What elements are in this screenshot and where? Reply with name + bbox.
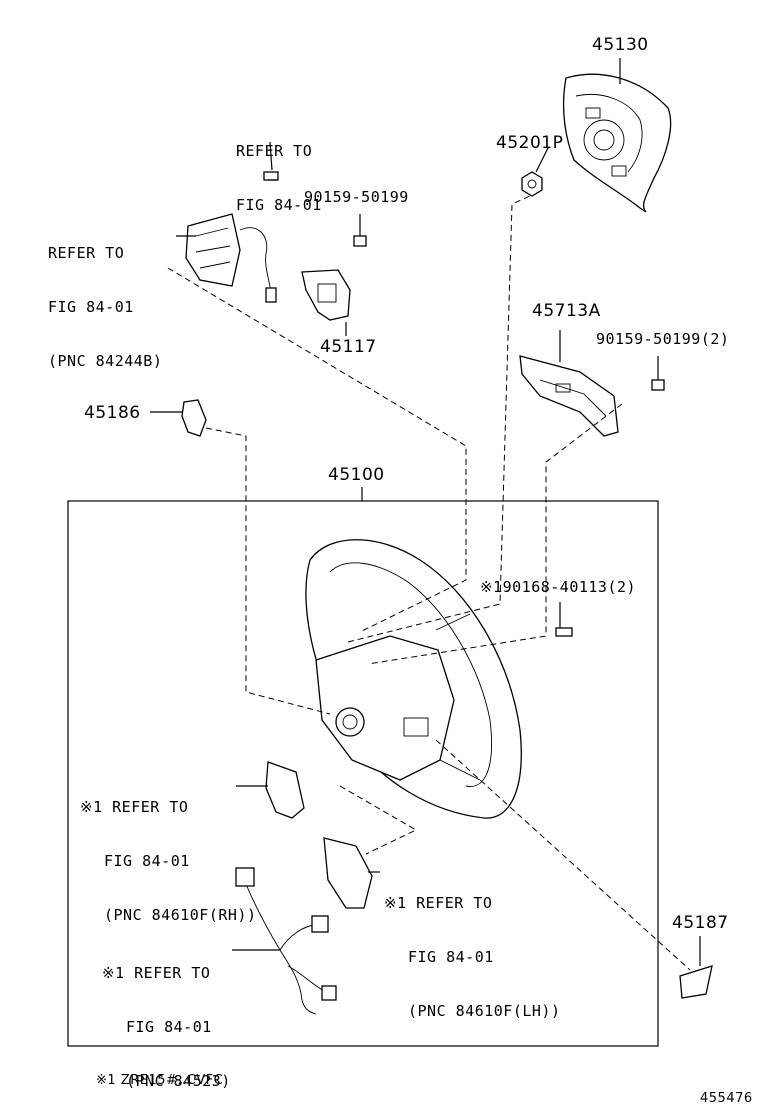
diagram-number: 455476 xyxy=(700,1091,753,1106)
refer-note-4-line3: (PNC 84610F(LH)) xyxy=(408,1002,561,1020)
refer-note-4: ※1 REFER TO FIG 84-01 (PNC 84610F(LH)) xyxy=(384,858,561,1038)
refer-note-5-line1: ※1 REFER TO xyxy=(102,964,211,982)
part-number-45186: 45186 xyxy=(84,403,141,423)
refer-note-1: REFER TO FIG 84-01 xyxy=(236,106,322,232)
switch-lh xyxy=(323,837,380,909)
refer-note-2-line2: FIG 84-01 xyxy=(48,298,134,316)
bolt-top-left xyxy=(263,141,279,181)
refer-note-3: ※1 REFER TO FIG 84-01 (PNC 84610F(RH)) xyxy=(80,762,257,942)
leader-45187 xyxy=(435,739,691,971)
leader-lh xyxy=(339,785,418,855)
steering-wheel xyxy=(305,539,522,819)
refer-note-5: ※1 REFER TO FIG 84-01 (PNC 84523) xyxy=(102,928,231,1108)
leader-spiral xyxy=(167,267,467,633)
refer-note-4-line1: ※1 REFER TO xyxy=(384,894,493,912)
part-number-45130: 45130 xyxy=(592,35,649,55)
refer-note-2: REFER TO FIG 84-01 (PNC 84244B) xyxy=(48,208,162,388)
bolt-90168 xyxy=(555,602,573,637)
nut-45201p xyxy=(521,147,549,197)
part-number-45201p: 45201P xyxy=(496,133,564,153)
leader-45186 xyxy=(205,427,331,715)
refer-note-5-line3: (PNC 84523) xyxy=(126,1072,231,1090)
cap-45186 xyxy=(150,399,207,437)
footnote: ※1 ZRE15#..CVFC xyxy=(96,1073,224,1088)
refer-note-3-line3: (PNC 84610F(RH)) xyxy=(104,906,257,924)
part-number-45100: 45100 xyxy=(328,465,385,485)
assembly-frame xyxy=(67,500,659,1047)
refer-note-2-line3: (PNC 84244B) xyxy=(48,352,163,370)
cover-45713a xyxy=(519,330,619,437)
spiral-cable xyxy=(176,213,277,303)
part-number-90168-40113: ※190168-40113(2) xyxy=(480,578,637,596)
wire-harness xyxy=(232,867,337,1015)
refer-note-4-line2: FIG 84-01 xyxy=(408,948,494,966)
switch-rh xyxy=(236,761,305,819)
airbag-module xyxy=(562,58,672,213)
part-number-45117: 45117 xyxy=(320,337,377,357)
refer-note-5-line2: FIG 84-01 xyxy=(126,1018,212,1036)
switch-45117 xyxy=(301,269,351,336)
leader-cover xyxy=(367,403,623,665)
part-number-45187: 45187 xyxy=(672,913,729,933)
part-number-45713a: 45713A xyxy=(532,301,601,321)
screw-90159 xyxy=(353,214,367,247)
refer-note-3-line2: FIG 84-01 xyxy=(104,852,190,870)
refer-note-1-line1: REFER TO xyxy=(236,142,313,160)
refer-note-1-line2: FIG 84-01 xyxy=(236,196,322,214)
part-number-90159-50199: 90159-50199 xyxy=(304,188,409,206)
refer-note-2-line1: REFER TO xyxy=(48,244,125,262)
refer-note-3-line1: ※1 REFER TO xyxy=(80,798,189,816)
cap-45187 xyxy=(679,936,713,999)
screw-90159-2 xyxy=(651,356,665,391)
part-number-90159-50199-2: 90159-50199(2) xyxy=(596,330,730,348)
